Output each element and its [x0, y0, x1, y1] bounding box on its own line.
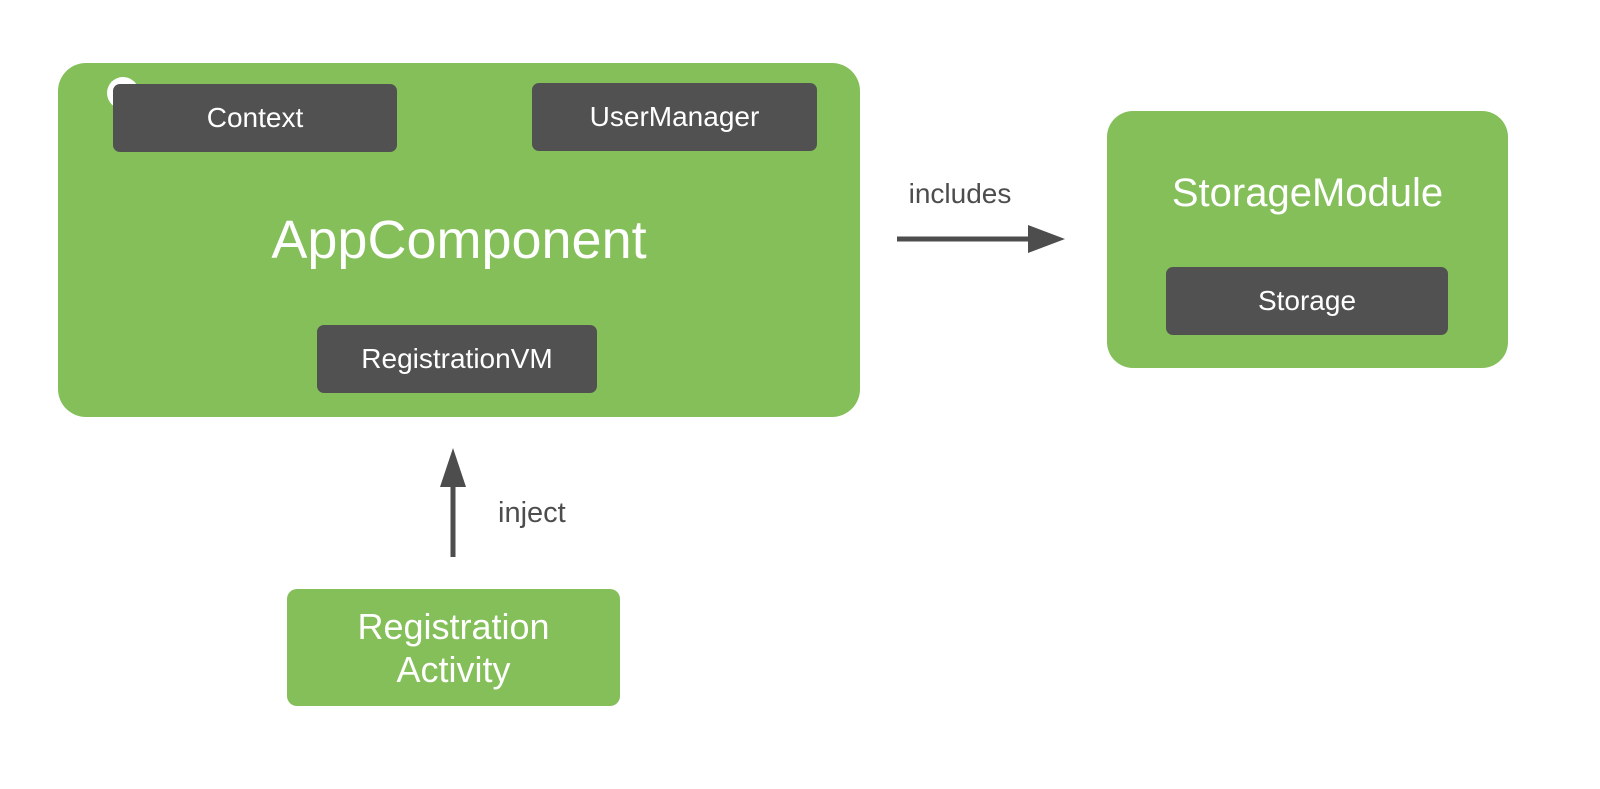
node-registration-activity-label: Registration Activity: [357, 605, 550, 690]
node-storage-label: Storage: [1257, 285, 1357, 316]
node-registration-activity: Registration Activity: [287, 589, 620, 706]
node-storage: Storage: [1166, 267, 1448, 335]
app-component-title: AppComponent: [271, 210, 647, 270]
includes-arrow: [897, 225, 1065, 253]
includes-edge-label: includes: [908, 178, 1012, 209]
storage-module-title: StorageModule: [1171, 171, 1444, 215]
node-user-manager-label: UserManager: [589, 101, 760, 132]
node-registration-vm: RegistrationVM: [317, 325, 597, 393]
inject-edge-label: inject: [498, 497, 566, 529]
node-storage-module: StorageModule Storage: [1107, 111, 1508, 368]
node-registration-vm-label: RegistrationVM: [361, 343, 553, 374]
node-context: Context: [113, 84, 397, 152]
inject-arrowhead-icon: [440, 448, 466, 487]
node-app-component: Context UserManager AppComponent Registr…: [58, 63, 860, 417]
inject-arrow: [440, 448, 466, 557]
includes-arrowhead-icon: [1028, 225, 1065, 253]
node-user-manager: UserManager: [532, 83, 817, 151]
node-context-label: Context: [206, 102, 304, 133]
